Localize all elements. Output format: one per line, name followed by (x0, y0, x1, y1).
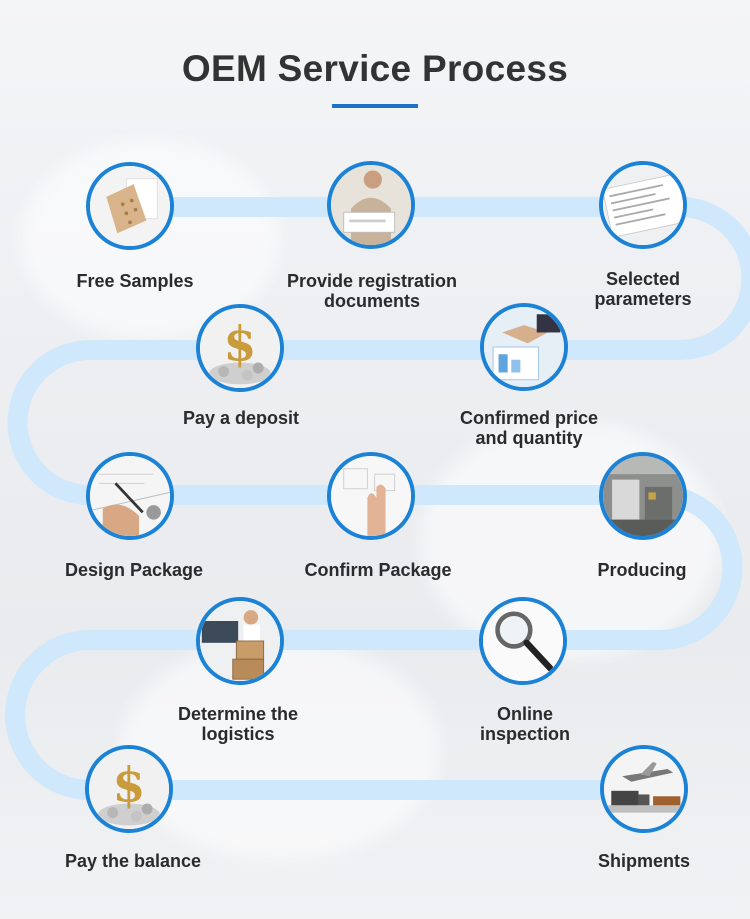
step-parameters-circle (599, 161, 687, 249)
label-line: Online (496, 704, 553, 724)
label-line: parameters (594, 289, 692, 309)
delivery-boxes-icon (200, 601, 280, 681)
hand-sketch-icon (331, 456, 411, 536)
step-free-samples-label: Free Samples (25, 271, 245, 291)
label-line: Selected (605, 269, 681, 289)
step-shipments-circle (600, 745, 688, 833)
label-line: Free Samples (76, 271, 194, 291)
step-design-package-label: Design Package (24, 560, 244, 580)
label-line: Confirm Package (304, 560, 452, 580)
label-line: Confirmed price (459, 408, 599, 428)
step-balance-label: Pay the balance (23, 851, 243, 871)
handshake-icon (484, 307, 564, 387)
label-line: documents (323, 291, 420, 311)
title-underline (332, 104, 418, 108)
plane-truck-ship-icon (604, 749, 684, 829)
label-line: logistics (201, 724, 275, 744)
label-line: inspection (479, 724, 570, 744)
step-inspection-label: Online inspection (415, 704, 635, 744)
step-shipments-label: Shipments (534, 851, 750, 871)
magnifier-icon (483, 601, 563, 681)
step-price-quantity-label: Confirmed price and quantity (419, 408, 639, 448)
step-logistics-label: Determine the logistics (128, 704, 348, 744)
factory-machine-icon (603, 456, 683, 536)
step-deposit-label: Pay a deposit (131, 408, 351, 428)
dollar-coins-icon: $ (89, 749, 169, 829)
label-line: Shipments (597, 851, 690, 871)
step-design-package-circle (86, 452, 174, 540)
svg-text:$: $ (224, 318, 257, 373)
label-line: Pay the balance (64, 851, 202, 871)
label-line: Pay a deposit (182, 408, 300, 428)
step-logistics-circle (196, 597, 284, 685)
label-line: Producing (597, 560, 687, 580)
page-title: OEM Service Process (181, 48, 569, 89)
businessman-documents-icon (331, 165, 411, 245)
step-confirm-package-circle (327, 452, 415, 540)
background-blob (420, 420, 720, 660)
label-line: Provide registration (286, 271, 458, 291)
background-blob (120, 640, 440, 860)
sample-patch-icon (90, 166, 170, 246)
step-producing-circle (599, 452, 687, 540)
label-line: Determine the (177, 704, 299, 724)
step-deposit-circle: $ (196, 304, 284, 392)
step-free-samples-circle (86, 162, 174, 250)
label-line: Design Package (64, 560, 204, 580)
dollar-coins-icon: $ (200, 308, 280, 388)
label-line: and quantity (475, 428, 583, 448)
drawing-pen-icon (90, 456, 170, 536)
step-inspection-circle (479, 597, 567, 685)
form-document-icon (603, 165, 683, 245)
step-confirm-package-label: Confirm Package (268, 560, 488, 580)
step-registration-circle (327, 161, 415, 249)
step-parameters-label: Selected parameters (533, 269, 750, 309)
step-producing-label: Producing (532, 560, 750, 580)
step-balance-circle: $ (85, 745, 173, 833)
step-price-quantity-circle (480, 303, 568, 391)
svg-text:$: $ (113, 759, 146, 814)
step-registration-label: Provide registration documents (262, 271, 482, 311)
